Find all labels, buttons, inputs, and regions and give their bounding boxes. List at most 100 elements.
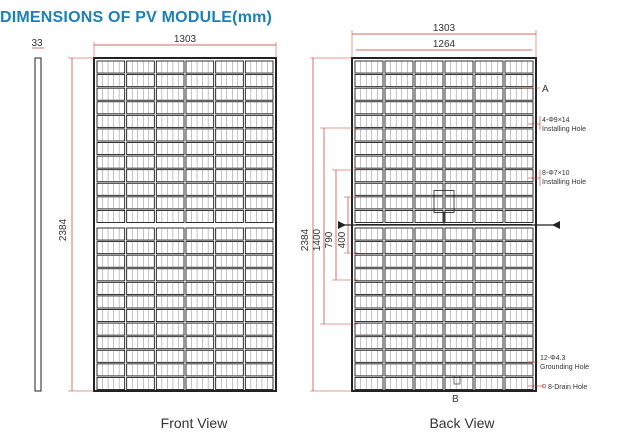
solar-cell xyxy=(504,128,534,142)
solar-cell xyxy=(384,309,414,323)
solar-cell xyxy=(215,142,244,156)
solar-cell xyxy=(96,268,126,282)
solar-cell xyxy=(215,227,244,241)
solar-cell xyxy=(414,209,444,223)
solar-cell xyxy=(185,227,215,241)
solar-cell xyxy=(444,101,474,115)
solar-cell xyxy=(126,114,155,128)
solar-cell xyxy=(474,363,504,377)
solar-cell xyxy=(244,128,274,142)
solar-cell xyxy=(96,241,126,255)
solar-cell xyxy=(96,309,126,323)
solar-cell xyxy=(474,60,504,74)
solar-cell xyxy=(185,268,215,282)
solar-cell xyxy=(185,142,215,156)
solar-cell xyxy=(444,281,474,295)
solar-cell xyxy=(244,241,274,255)
solar-cell xyxy=(354,60,384,74)
solar-cell xyxy=(474,142,504,156)
solar-cell xyxy=(215,114,244,128)
solar-cell xyxy=(444,363,474,377)
solar-cell xyxy=(414,227,444,241)
solar-cell xyxy=(444,322,474,336)
solar-cell xyxy=(126,101,155,115)
solar-cell xyxy=(384,281,414,295)
solar-cell xyxy=(444,309,474,323)
solar-cell xyxy=(384,74,414,88)
solar-cell xyxy=(414,295,444,309)
solar-cell xyxy=(384,268,414,282)
back-outer-width-label: 1303 xyxy=(433,23,456,34)
solar-cell xyxy=(504,363,534,377)
solar-cell xyxy=(444,254,474,268)
solar-cell xyxy=(444,196,474,210)
solar-cell xyxy=(474,209,504,223)
solar-cell xyxy=(384,142,414,156)
solar-cell xyxy=(474,227,504,241)
solar-cell xyxy=(215,254,244,268)
solar-cell xyxy=(185,309,215,323)
solar-cell xyxy=(126,155,155,169)
solar-cell xyxy=(215,182,244,196)
solar-cell xyxy=(474,336,504,350)
solar-cell xyxy=(126,196,155,210)
solar-cell xyxy=(414,87,444,101)
solar-cell xyxy=(215,196,244,210)
solar-cell xyxy=(444,182,474,196)
page-title: DIMENSIONS OF PV MODULE(mm) xyxy=(0,9,273,26)
solar-cell xyxy=(185,128,215,142)
solar-cell xyxy=(354,142,384,156)
solar-cell xyxy=(126,87,155,101)
solar-cell xyxy=(244,268,274,282)
solar-cell xyxy=(354,209,384,223)
section-b-label: B xyxy=(452,394,459,405)
solar-cell xyxy=(504,227,534,241)
solar-cell xyxy=(444,241,474,255)
section-a-label: A xyxy=(542,84,549,95)
solar-cell xyxy=(384,182,414,196)
solar-cell xyxy=(215,209,244,223)
solar-cell xyxy=(504,254,534,268)
solar-cell xyxy=(504,101,534,115)
back-1400-label: 1400 xyxy=(312,228,323,251)
solar-cell xyxy=(354,101,384,115)
solar-cell xyxy=(155,114,185,128)
solar-cell xyxy=(384,60,414,74)
solar-cell xyxy=(244,209,274,223)
solar-cell xyxy=(96,209,126,223)
solar-cell xyxy=(155,363,185,377)
solar-cell xyxy=(354,114,384,128)
solar-cell xyxy=(185,322,215,336)
solar-cell xyxy=(244,349,274,363)
solar-cell xyxy=(414,254,444,268)
solar-cell xyxy=(215,295,244,309)
solar-cell xyxy=(474,114,504,128)
solar-cell xyxy=(474,74,504,88)
solar-cell xyxy=(474,254,504,268)
solar-cell xyxy=(185,74,215,88)
solar-cell xyxy=(126,182,155,196)
solar-cell xyxy=(215,101,244,115)
solar-cell xyxy=(215,87,244,101)
solar-cell xyxy=(155,281,185,295)
solar-cell xyxy=(126,128,155,142)
solar-cell xyxy=(474,322,504,336)
solar-cell xyxy=(185,295,215,309)
solar-cell xyxy=(444,169,474,183)
solar-cell xyxy=(126,309,155,323)
front-view: 1303 2384 Front View xyxy=(58,34,277,431)
solar-cell xyxy=(444,114,474,128)
solar-cell xyxy=(215,268,244,282)
solar-cell xyxy=(185,114,215,128)
solar-cell xyxy=(414,196,444,210)
solar-cell xyxy=(474,128,504,142)
solar-cell xyxy=(474,101,504,115)
front-panel xyxy=(93,57,277,392)
solar-cell xyxy=(126,322,155,336)
solar-cell xyxy=(384,227,414,241)
solar-cell xyxy=(244,101,274,115)
solar-cell xyxy=(155,209,185,223)
solar-cell xyxy=(244,309,274,323)
solar-cell xyxy=(96,281,126,295)
